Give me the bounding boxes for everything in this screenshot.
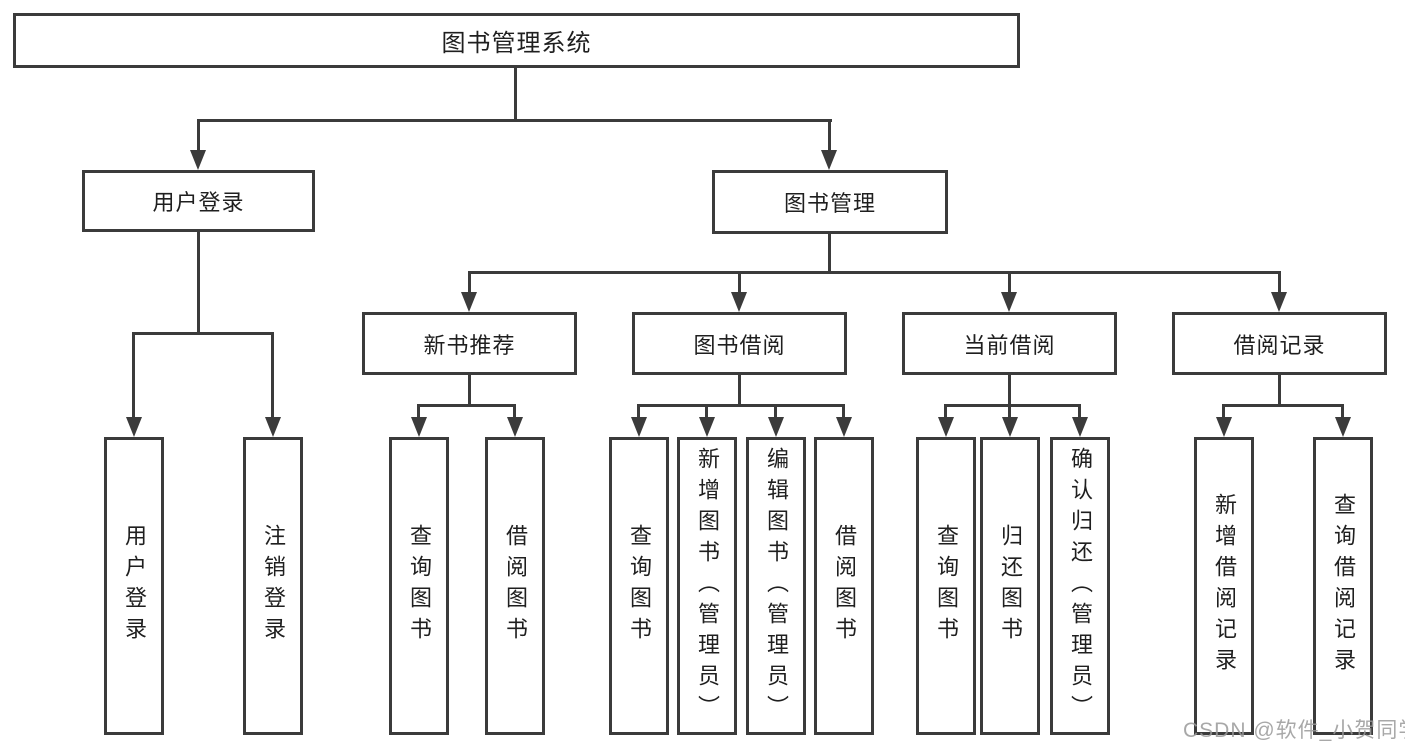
arrow-down-icon bbox=[1216, 417, 1232, 437]
arrow-down-icon bbox=[699, 417, 715, 437]
leaf-user-login: 用户登录 bbox=[104, 437, 164, 735]
arrow-down-icon bbox=[461, 292, 477, 312]
connector-line bbox=[132, 332, 274, 335]
connector-line bbox=[1278, 271, 1281, 294]
connector-line bbox=[738, 375, 741, 406]
arrow-down-icon bbox=[411, 417, 427, 437]
connector-line bbox=[1008, 375, 1011, 406]
arrow-down-icon bbox=[821, 150, 837, 170]
connector-line bbox=[197, 232, 200, 335]
leaf-borrow-edit-books-admin: 编辑图书（管理员） bbox=[746, 437, 806, 735]
connector-line bbox=[637, 404, 640, 419]
arrow-down-icon bbox=[1001, 292, 1017, 312]
connector-line bbox=[738, 271, 741, 294]
arrow-down-icon bbox=[265, 417, 281, 437]
leaf-records-add-record: 新增借阅记录 bbox=[1194, 437, 1254, 735]
arrow-down-icon bbox=[731, 292, 747, 312]
arrow-down-icon bbox=[1072, 417, 1088, 437]
arrow-down-icon bbox=[1271, 292, 1287, 312]
leaf-newbook-borrow-books: 借阅图书 bbox=[485, 437, 545, 735]
node-new-book-recommend: 新书推荐 bbox=[362, 312, 577, 375]
connector-line bbox=[944, 404, 947, 419]
connector-line bbox=[705, 404, 708, 419]
node-current-borrowing: 当前借阅 bbox=[902, 312, 1117, 375]
leaf-current-confirm-return-admin: 确认归还（管理员） bbox=[1050, 437, 1110, 735]
connector-line bbox=[468, 271, 471, 294]
connector-line bbox=[197, 119, 200, 152]
leaf-records-query-record: 查询借阅记录 bbox=[1313, 437, 1373, 735]
arrow-down-icon bbox=[1002, 417, 1018, 437]
node-borrowing-records: 借阅记录 bbox=[1172, 312, 1387, 375]
arrow-down-icon bbox=[507, 417, 523, 437]
connector-line bbox=[417, 404, 516, 407]
leaf-current-return-books: 归还图书 bbox=[980, 437, 1040, 735]
connector-line bbox=[1008, 404, 1011, 419]
arrow-down-icon bbox=[1335, 417, 1351, 437]
connector-line bbox=[1078, 404, 1081, 419]
arrow-down-icon bbox=[631, 417, 647, 437]
connector-line bbox=[842, 404, 845, 419]
leaf-logout: 注销登录 bbox=[243, 437, 303, 735]
connector-line bbox=[514, 68, 517, 120]
connector-line bbox=[637, 404, 845, 407]
connector-line bbox=[1008, 271, 1011, 294]
connector-line bbox=[774, 404, 777, 419]
connector-line bbox=[828, 234, 831, 274]
csdn-watermark: CSDN @软件_小贺同学 bbox=[1183, 719, 1405, 742]
leaf-borrow-query-books: 查询图书 bbox=[609, 437, 669, 735]
connector-line bbox=[271, 332, 274, 419]
arrow-down-icon bbox=[768, 417, 784, 437]
arrow-down-icon bbox=[126, 417, 142, 437]
node-user-login: 用户登录 bbox=[82, 170, 315, 232]
connector-line bbox=[197, 119, 832, 122]
connector-line bbox=[468, 271, 1281, 274]
node-book-borrowing: 图书借阅 bbox=[632, 312, 847, 375]
connector-line bbox=[1341, 404, 1344, 419]
connector-line bbox=[1278, 375, 1281, 406]
arrow-down-icon bbox=[190, 150, 206, 170]
connector-line bbox=[132, 332, 135, 419]
connector-line bbox=[944, 404, 1081, 407]
node-book-management: 图书管理 bbox=[712, 170, 948, 234]
leaf-borrow-add-books-admin: 新增图书（管理员） bbox=[677, 437, 737, 735]
connector-line bbox=[417, 404, 420, 419]
connector-line bbox=[468, 375, 471, 406]
connector-line bbox=[1222, 404, 1225, 419]
connector-line bbox=[828, 119, 831, 152]
connector-line bbox=[1222, 404, 1344, 407]
leaf-newbook-query-books: 查询图书 bbox=[389, 437, 449, 735]
leaf-borrow-borrow-books: 借阅图书 bbox=[814, 437, 874, 735]
node-book-management-system: 图书管理系统 bbox=[13, 13, 1020, 68]
leaf-current-query-books: 查询图书 bbox=[916, 437, 976, 735]
arrow-down-icon bbox=[836, 417, 852, 437]
connector-line bbox=[513, 404, 516, 419]
arrow-down-icon bbox=[938, 417, 954, 437]
